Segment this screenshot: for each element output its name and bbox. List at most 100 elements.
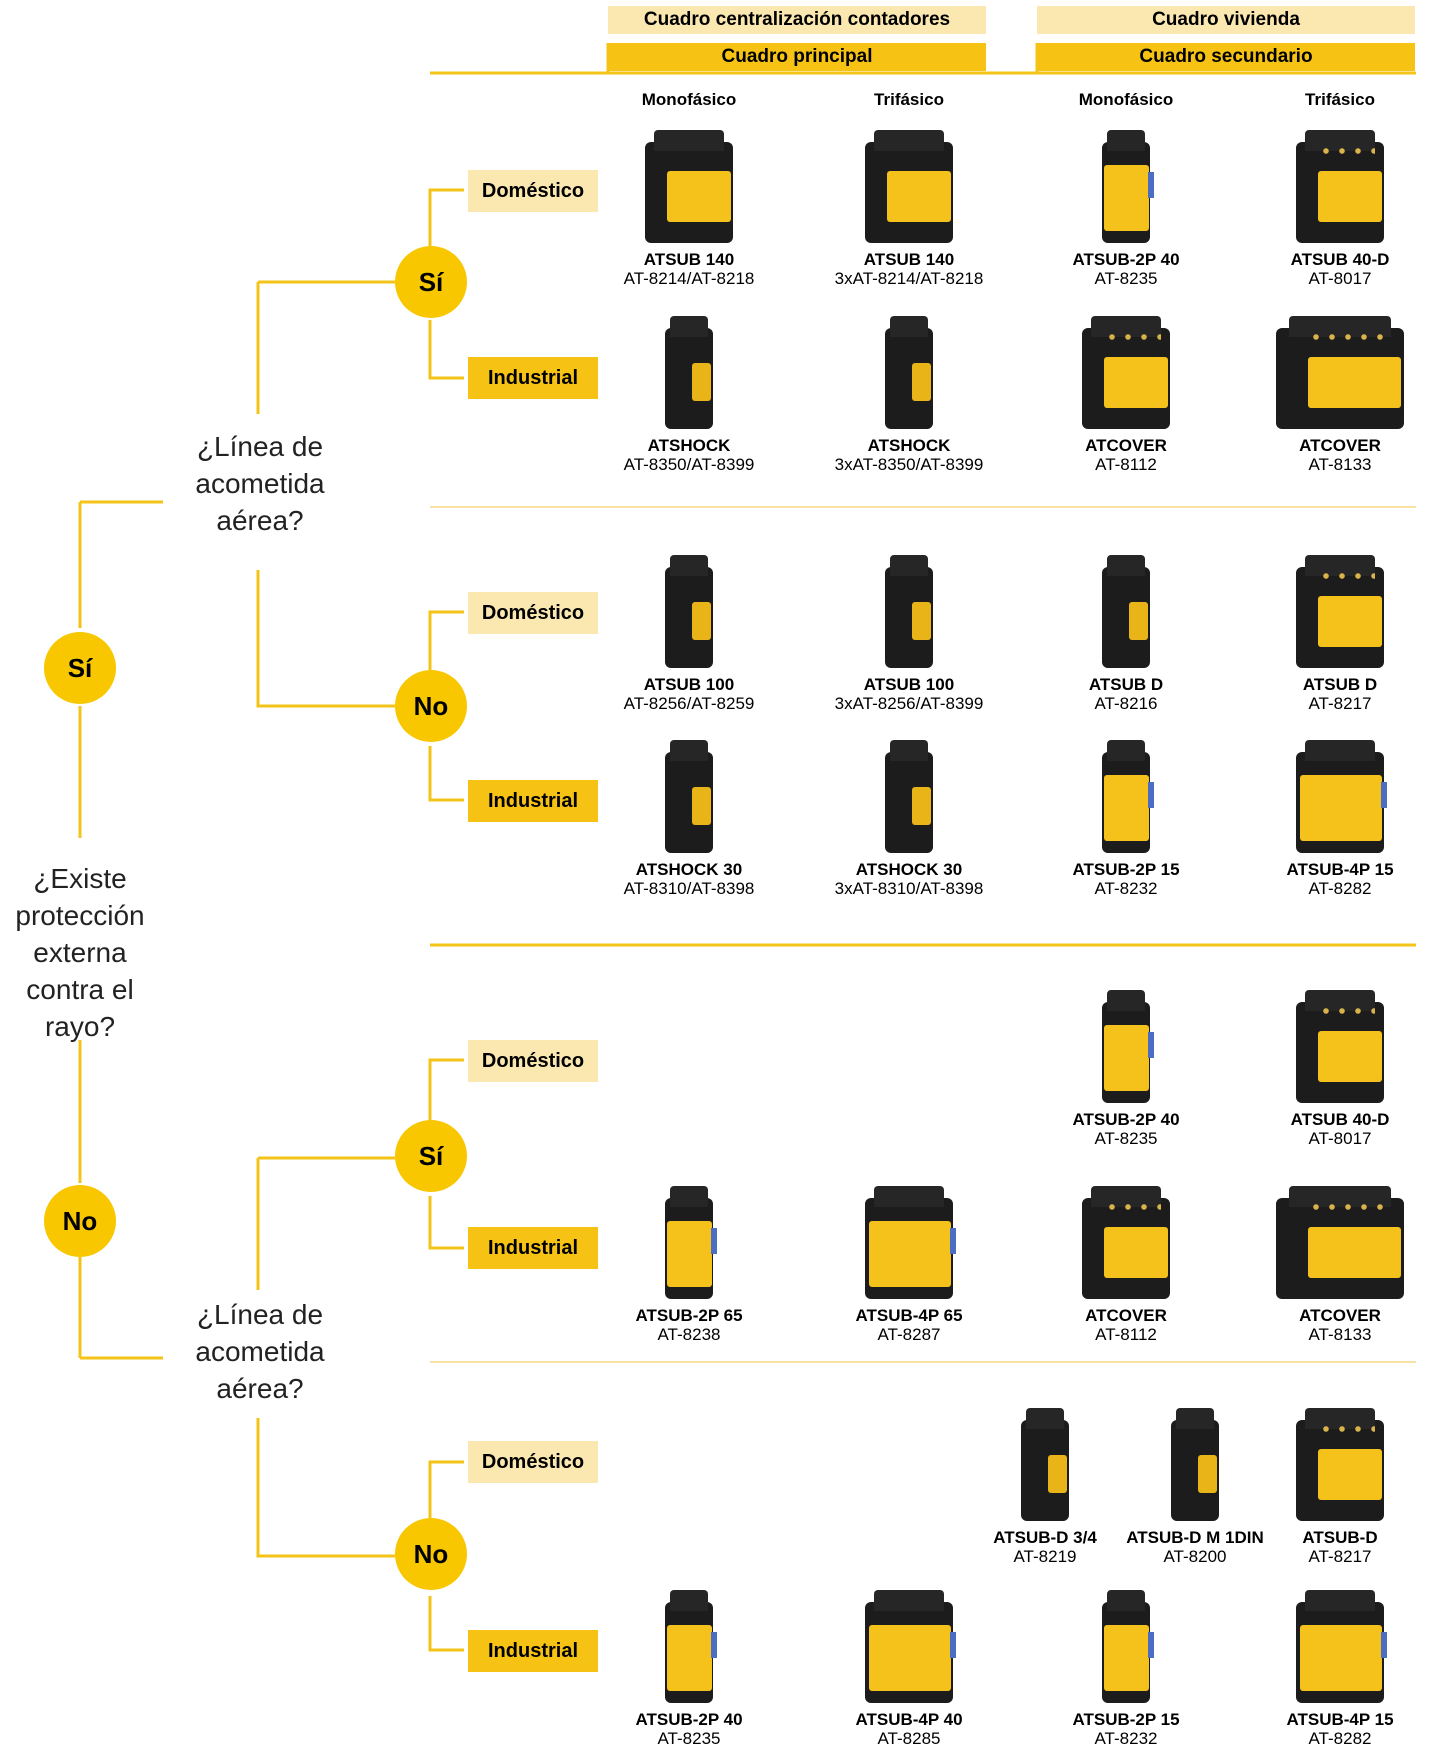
product-name: ATSUB-D M 1DIN [1126, 1528, 1264, 1547]
product-name: ATSHOCK 30 [635, 860, 743, 879]
product-card: ATSUB-2P 15 AT-8232 [1021, 1590, 1231, 1748]
product-name: ATCOVER [1299, 436, 1381, 455]
product-code: AT-8112 [1095, 455, 1157, 474]
product-card: ATSUB-2P 15 AT-8232 [1021, 740, 1231, 898]
product-code: AT-8112 [1095, 1325, 1157, 1344]
product-code: AT-8287 [877, 1325, 941, 1344]
tag-industrial: Industrial [468, 780, 598, 822]
surge-protector-image [659, 1590, 719, 1708]
product-code: AT-8133 [1308, 455, 1372, 474]
surge-protector-image [854, 1186, 964, 1304]
product-name: ATSUB-2P 15 [1072, 1710, 1180, 1729]
product-code: AT-8235 [1094, 269, 1158, 288]
product-code: 3xAT-8310/AT-8398 [834, 879, 984, 898]
tag-domestic: Doméstico [468, 1441, 598, 1483]
product-name: ATSUB 40-D [1290, 1110, 1390, 1129]
product-code: AT-8219 [1013, 1547, 1077, 1566]
product-card: ATSHOCK 30 3xAT-8310/AT-8398 [804, 740, 1014, 898]
column-head-1: Monofásico [641, 90, 737, 109]
product-card: ATCOVER AT-8112 [1021, 1186, 1231, 1344]
product-code: AT-8200 [1163, 1547, 1227, 1566]
product-code: AT-8282 [1308, 879, 1372, 898]
product-card: ATSUB-D M 1DIN AT-8200 [1115, 1408, 1275, 1566]
column-head-3: Monofásico [1078, 90, 1174, 109]
product-code: AT-8310/AT-8398 [623, 879, 755, 898]
answer-circle-root-yes: Sí [44, 632, 116, 704]
product-card: ATSUB D AT-8216 [1021, 555, 1231, 713]
product-name: ATSHOCK [867, 436, 951, 455]
tag-industrial: Industrial [468, 1227, 598, 1269]
product-card: ATSUB 40-D AT-8017 [1235, 990, 1437, 1148]
product-code: AT-8232 [1094, 1729, 1158, 1748]
surge-protector-image [1285, 1590, 1395, 1708]
column-head-2: Trifásico [874, 90, 944, 109]
answer-circle-upper-no: No [395, 670, 467, 742]
product-code: AT-8238 [657, 1325, 721, 1344]
product-card: ATSUB-2P 40 AT-8235 [584, 1590, 794, 1748]
product-card: ATSUB-D AT-8217 [1235, 1408, 1437, 1566]
product-name: ATSUB-2P 65 [635, 1306, 743, 1325]
product-card: ATSUB D AT-8217 [1235, 555, 1437, 713]
product-code: AT-8216 [1094, 694, 1158, 713]
surge-protector-image [1096, 130, 1156, 248]
product-name: ATSUB 40-D [1290, 250, 1390, 269]
product-card: ATSUB-2P 65 AT-8238 [584, 1186, 794, 1344]
tag-industrial: Industrial [468, 357, 598, 399]
product-card: ATSHOCK AT-8350/AT-8399 [584, 316, 794, 474]
product-code: AT-8017 [1308, 1129, 1372, 1148]
product-name: ATSUB D [1302, 675, 1378, 694]
surge-protector-image [1015, 1408, 1075, 1526]
product-code: AT-8133 [1308, 1325, 1372, 1344]
surge-protector-image [659, 1186, 719, 1304]
surge-protector-image [1096, 990, 1156, 1108]
surge-protector-image [659, 555, 719, 673]
product-name: ATSUB-4P 65 [855, 1306, 963, 1325]
surge-protector-image [1096, 1590, 1156, 1708]
surge-protector-image [879, 740, 939, 858]
product-code: AT-8282 [1308, 1729, 1372, 1748]
product-code: AT-8017 [1308, 269, 1372, 288]
surge-protector-image [854, 1590, 964, 1708]
header-sub-left: Cuadro principal [608, 43, 986, 71]
header-top-right: Cuadro vivienda [1037, 6, 1415, 34]
product-code: AT-8235 [1094, 1129, 1158, 1148]
product-code: AT-8256/AT-8259 [623, 694, 755, 713]
column-head-4: Trifásico [1305, 90, 1375, 109]
product-card: ATSUB-2P 40 AT-8235 [1021, 990, 1231, 1148]
surge-protector-image [879, 316, 939, 434]
surge-protector-image [1285, 990, 1395, 1108]
product-card: ATSUB-D 3/4 AT-8219 [970, 1408, 1120, 1566]
surge-protector-image [1285, 130, 1395, 248]
surge-protector-image [1260, 1186, 1420, 1304]
product-name: ATSUB D [1088, 675, 1164, 694]
product-card: ATCOVER AT-8112 [1021, 316, 1231, 474]
product-code: 3xAT-8256/AT-8399 [834, 694, 984, 713]
product-card: ATSUB 140 3xAT-8214/AT-8218 [804, 130, 1014, 288]
tag-domestic: Doméstico [468, 1040, 598, 1082]
product-code: AT-8232 [1094, 879, 1158, 898]
surge-protector-image [659, 740, 719, 858]
tag-domestic: Doméstico [468, 170, 598, 212]
surge-protector-image [1165, 1408, 1225, 1526]
header-top-left: Cuadro centralización contadores [608, 6, 986, 34]
product-card: ATSUB 100 AT-8256/AT-8259 [584, 555, 794, 713]
product-card: ATSHOCK 30 AT-8310/AT-8398 [584, 740, 794, 898]
product-code: AT-8217 [1308, 694, 1372, 713]
answer-circle-lower-yes: Sí [395, 1120, 467, 1192]
product-code: 3xAT-8214/AT-8218 [834, 269, 984, 288]
product-code: AT-8350/AT-8399 [623, 455, 755, 474]
product-code: AT-8217 [1308, 1547, 1372, 1566]
product-card: ATSUB-4P 65 AT-8287 [804, 1186, 1014, 1344]
surge-protector-image [1285, 740, 1395, 858]
product-card: ATSUB-4P 15 AT-8282 [1235, 740, 1437, 898]
surge-protector-image [1071, 316, 1181, 434]
product-name: ATSUB-4P 15 [1286, 1710, 1394, 1729]
product-name: ATCOVER [1085, 436, 1167, 455]
surge-protector-image [1285, 555, 1395, 673]
root-question: ¿Existe protección externa contra el ray… [15, 863, 145, 1042]
product-name: ATSUB-4P 40 [855, 1710, 963, 1729]
header-sub-right: Cuadro secundario [1037, 43, 1415, 71]
answer-circle-lower-no: No [395, 1518, 467, 1590]
product-code: AT-8235 [657, 1729, 721, 1748]
